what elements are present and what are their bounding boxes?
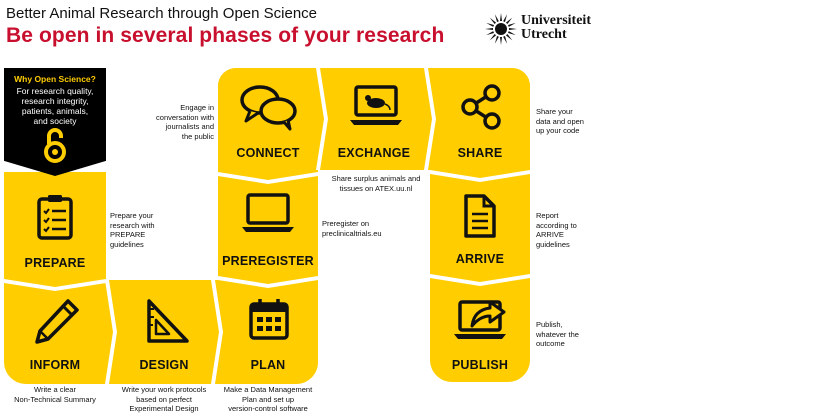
annotation-line: Preregister on	[322, 219, 370, 228]
annotation-line: Non-Technical Summary	[14, 394, 96, 404]
annotation-line: ARRIVE	[536, 230, 564, 239]
annotation-line: research with	[110, 220, 155, 230]
why-body: For research quality, research integrity…	[4, 86, 106, 126]
annotation-publish: Publish, whatever the outcome	[536, 320, 606, 349]
stage-publish: PUBLISH	[430, 284, 530, 382]
why-body-line: and society	[33, 116, 77, 126]
university-name-line2: Utrecht	[521, 27, 567, 42]
why-heading: Why Open Science?	[14, 74, 96, 84]
annotation-line: Share surplus animals and	[331, 174, 421, 183]
stage-label: CONNECT	[236, 146, 300, 160]
stage-label: PUBLISH	[451, 358, 509, 372]
annotation-line: whatever the	[536, 329, 579, 339]
stage-label: EXCHANGE	[337, 146, 411, 160]
document-icon	[464, 194, 496, 238]
why-body-line: research integrity,	[21, 96, 89, 106]
stage-share: SHARE	[430, 68, 530, 170]
stage-connect: CONNECT	[218, 68, 318, 170]
set-square-ruler-icon	[147, 299, 189, 343]
stage-arrive: ARRIVE	[430, 178, 530, 276]
annotation-line: Publish,	[536, 320, 563, 329]
annotation-line: Prepare your	[110, 211, 154, 220]
annotation-arrive: Report according to ARRIVE guidelines	[536, 211, 606, 249]
annotation-line: Plan and set up	[241, 394, 295, 404]
why-body-line: For research quality,	[16, 86, 94, 96]
stage-exchange: EXCHANGE	[322, 68, 426, 170]
annotation-design: Write your work protocols based on perfe…	[106, 385, 222, 414]
why-body-line: patients, animals,	[21, 106, 89, 116]
university-name-line1: Universiteit	[521, 13, 591, 28]
clipboard-checklist-icon	[37, 195, 73, 240]
annotation-line: based on perfect	[136, 394, 192, 404]
stage-design: DESIGN	[112, 284, 216, 382]
stage-label: SHARE	[457, 146, 503, 160]
laptop-mouse-icon	[350, 85, 402, 125]
annotation-line: guidelines	[110, 239, 144, 249]
path-left-column	[4, 172, 106, 282]
page-subtitle: Better Animal Research through Open Scie…	[6, 5, 318, 22]
stage-label: DESIGN	[139, 358, 189, 372]
annotation-preregister: Preregister on preclinicaltrials.eu	[322, 219, 412, 238]
pencil-icon	[35, 299, 79, 344]
share-icon	[461, 84, 501, 130]
annotation-line: Write a clear	[34, 385, 76, 394]
annotation-line: Make a Data Management	[223, 385, 313, 394]
stage-label: PREPARE	[24, 256, 86, 270]
annotation-line: data and open	[536, 116, 584, 126]
annotation-line: Write your work protocols	[121, 385, 207, 394]
annotation-line: preclinicaltrials.eu	[322, 228, 382, 238]
annotation-inform: Write a clear Non-Technical Summary	[4, 385, 106, 404]
annotation-line: according to	[536, 220, 577, 230]
stage-label: PLAN	[250, 358, 286, 372]
stage-prepare: PREPARE	[4, 178, 106, 280]
annotation-line: Report	[536, 211, 559, 220]
annotation-share: Share your data and open up your code	[536, 107, 616, 136]
annotation-line: Share your	[536, 107, 573, 116]
open-access-lock-icon	[44, 128, 66, 163]
annotation-connect: Engage in conversation with journalists …	[138, 103, 214, 141]
page-title: Be open in several phases of your resear…	[6, 24, 445, 47]
annotation-line: conversation with	[156, 112, 214, 122]
stage-label: INFORM	[29, 358, 81, 372]
annotation-line: guidelines	[536, 239, 570, 249]
annotation-line: tissues on ATEX.uu.nl	[339, 183, 413, 193]
stage-inform: INFORM	[4, 284, 106, 382]
annotation-line: version-control software	[228, 404, 308, 413]
stage-preregister: PREREGISTER	[218, 178, 318, 278]
annotation-prepare: Prepare your research with PREPARE guide…	[110, 211, 190, 249]
annotation-line: Engage in	[180, 103, 214, 112]
stage-label: PREREGISTER	[222, 254, 314, 268]
annotation-plan: Make a Data Management Plan and set up v…	[214, 385, 322, 414]
stage-plan: PLAN	[218, 284, 318, 382]
annotation-line: up your code	[536, 126, 580, 135]
annotation-exchange: Share surplus animals and tissues on ATE…	[318, 174, 434, 193]
university-name: Universiteit Utrecht	[521, 14, 591, 42]
stage-label: ARRIVE	[455, 252, 505, 266]
why-open-science-box: Why Open Science? For research quality, …	[4, 68, 106, 176]
university-sun-logo-icon	[485, 13, 517, 45]
annotation-line: outcome	[536, 339, 565, 348]
speech-bubbles-icon	[240, 85, 297, 131]
annotation-line: the public	[181, 131, 214, 141]
laptop-icon	[242, 193, 294, 232]
annotation-line: PREPARE	[110, 230, 146, 239]
laptop-share-arrow-icon	[454, 300, 506, 339]
annotation-line: journalists and	[165, 122, 214, 131]
calendar-icon	[249, 299, 289, 340]
annotation-line: Experimental Design	[129, 404, 199, 413]
